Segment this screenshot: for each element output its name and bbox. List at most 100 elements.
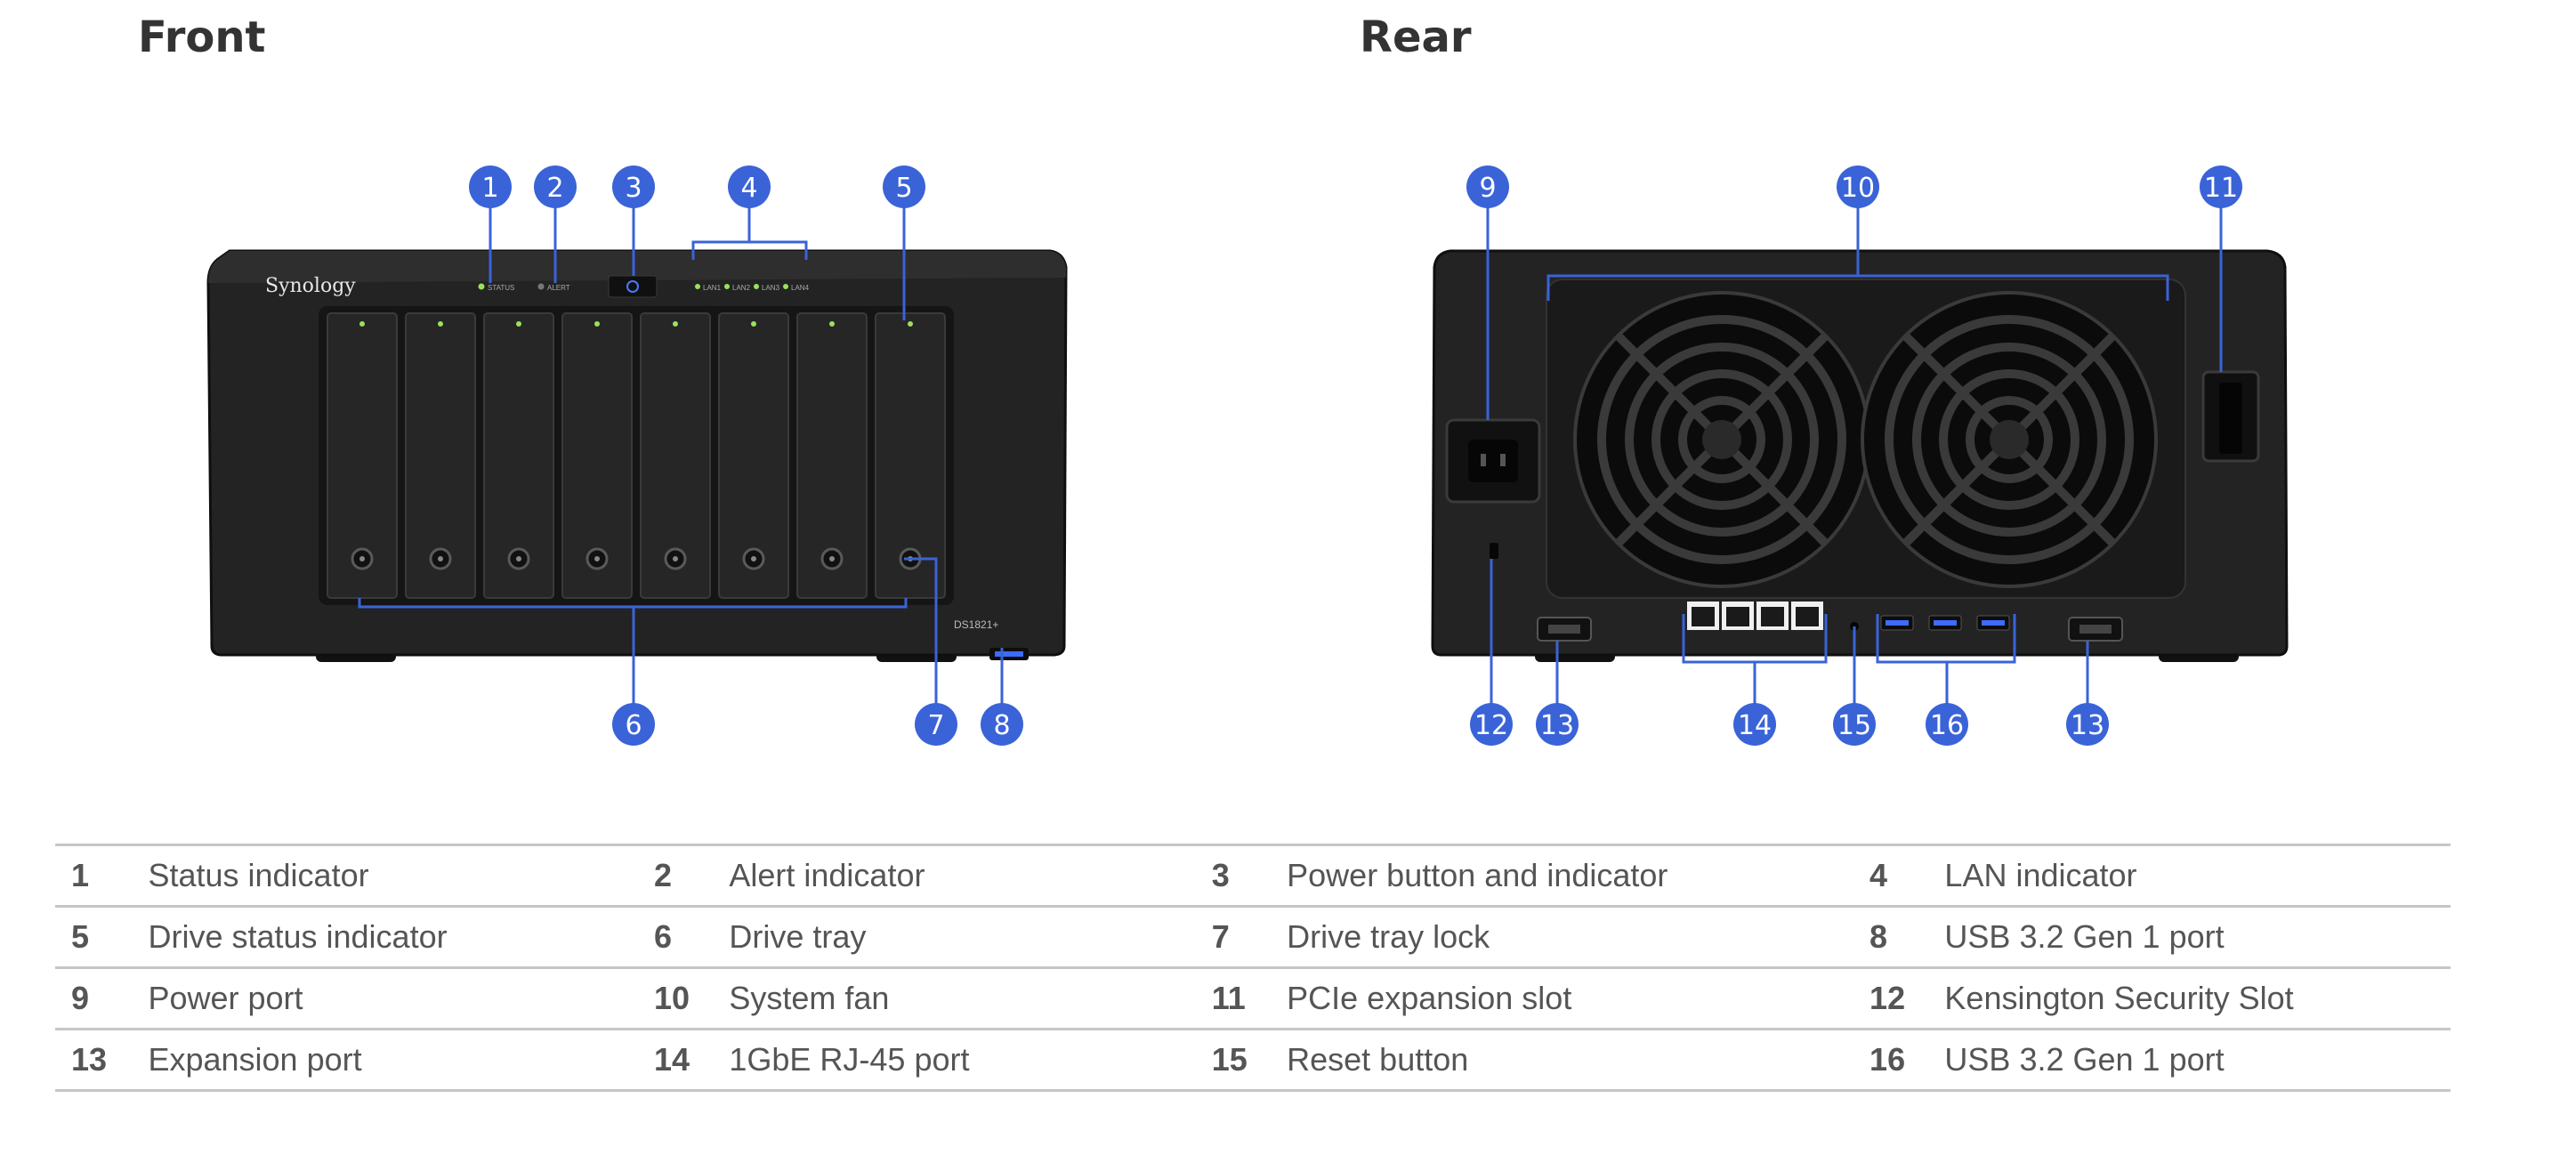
leader-4 [691,206,808,260]
callout-badge: 13 [2066,703,2109,746]
callout-circle [1470,703,1513,746]
callout-circle [612,166,655,208]
callout-circle [1733,703,1776,746]
callout-badge: 6 [612,703,655,746]
alert-led-label: ALERT [547,284,570,292]
lan3-led [754,284,759,289]
legend-number: 2 [653,844,730,908]
legend-number: 3 [1211,844,1288,908]
callout-badge: 12 [1470,703,1513,746]
rear-usb-port[interactable] [1976,615,2010,631]
power-port-socket [1468,440,1518,482]
callout-badge: 3 [612,166,655,208]
callout-circle [728,166,771,208]
callout-number: 8 [993,710,1010,741]
legend-number: 14 [653,1028,730,1092]
lan1-led-label: LAN1 [703,284,722,292]
callout-number: 13 [2071,710,2104,741]
power-icon [626,280,639,293]
legend-number: 12 [1869,966,1945,1030]
legend-number: 6 [653,905,730,969]
front-heading: Front [138,12,266,62]
callout-number: 6 [625,710,642,741]
legend-label: LAN indicator [1944,844,2451,908]
power-pin-right [1500,454,1506,466]
rj45-port[interactable] [1722,602,1754,630]
callout-badge: 1 [469,166,512,208]
legend-label: Expansion port [148,1028,654,1092]
lan4-led-label: LAN4 [791,284,810,292]
legend-label: System fan [729,966,1212,1030]
rear-usb-port[interactable] [1928,615,1962,631]
power-button[interactable] [608,275,658,298]
callout-number: 4 [740,173,757,204]
legend-label: Drive tray [729,905,1212,969]
legend-label: Drive status indicator [148,905,654,969]
callout-badge: 5 [883,166,925,208]
drive-bay-frame [319,306,954,605]
leader-16 [1876,614,2016,705]
rj45-port[interactable] [1687,602,1719,630]
callout-circle [981,703,1023,746]
alert-led [537,283,545,290]
callout-number: 13 [1540,710,1574,741]
brand-logo: Synology [265,275,356,297]
drive-tray[interactable] [796,312,868,599]
legend-label: Drive tray lock [1287,905,1870,969]
system-fans [1573,291,2158,588]
callout-circle [2066,703,2109,746]
callout-number: 7 [927,710,944,741]
drive-tray[interactable] [640,312,711,599]
status-led [478,283,485,290]
drive-tray[interactable] [405,312,476,599]
rear-usb-port[interactable] [1880,615,1914,631]
fan-grille [1861,291,2158,588]
callout-badge: 14 [1733,703,1776,746]
drive-tray[interactable] [875,312,946,599]
front-top-bevel [208,251,1066,283]
fan-grille [1573,291,1870,588]
front-view: Synology STATUS ALERT LAN1 LAN2 LAN3 LAN… [206,249,1068,662]
callout-circle [883,166,925,208]
callout-circle [469,166,512,208]
expansion-port-left-insert [1548,625,1580,634]
legend-label: Alert indicator [729,844,1212,908]
callout-circle [534,166,577,208]
pcie-slot-opening [2219,383,2242,454]
lan1-led [695,284,700,289]
legend-number: 15 [1211,1028,1288,1092]
callout-badge: 9 [1466,166,1509,208]
rear-view [1431,249,2289,662]
callout-badge: 15 [1833,703,1876,746]
rj45-port[interactable] [1756,602,1789,630]
drive-tray[interactable] [483,312,554,599]
callout-badge: 7 [915,703,957,746]
legend-label: Kensington Security Slot [1944,966,2451,1030]
callout-circle [915,703,957,746]
drive-tray[interactable] [561,312,633,599]
leader-lines [358,206,2223,705]
leader-6 [358,598,908,705]
callout-circle [1466,166,1509,208]
model-label: DS1821+ [954,618,998,631]
callout-circle [2200,166,2242,208]
legend-label: PCIe expansion slot [1287,966,1870,1030]
callout-number: 10 [1841,173,1875,204]
callout-badge: 8 [981,703,1023,746]
legend-number: 11 [1211,966,1288,1030]
drive-tray[interactable] [718,312,789,599]
lan3-led-label: LAN3 [762,284,780,292]
rj45-port[interactable] [1791,602,1823,630]
callout-circle [1837,166,1879,208]
legend-number: 8 [1869,905,1945,969]
callout-number: 3 [625,173,642,204]
drive-tray[interactable] [327,312,398,599]
leader-10 [1546,206,2169,301]
callout-number: 2 [546,173,563,204]
callout-badge: 4 [728,166,771,208]
device-diagram: Synology STATUS ALERT LAN1 LAN2 LAN3 LAN… [206,166,2289,746]
